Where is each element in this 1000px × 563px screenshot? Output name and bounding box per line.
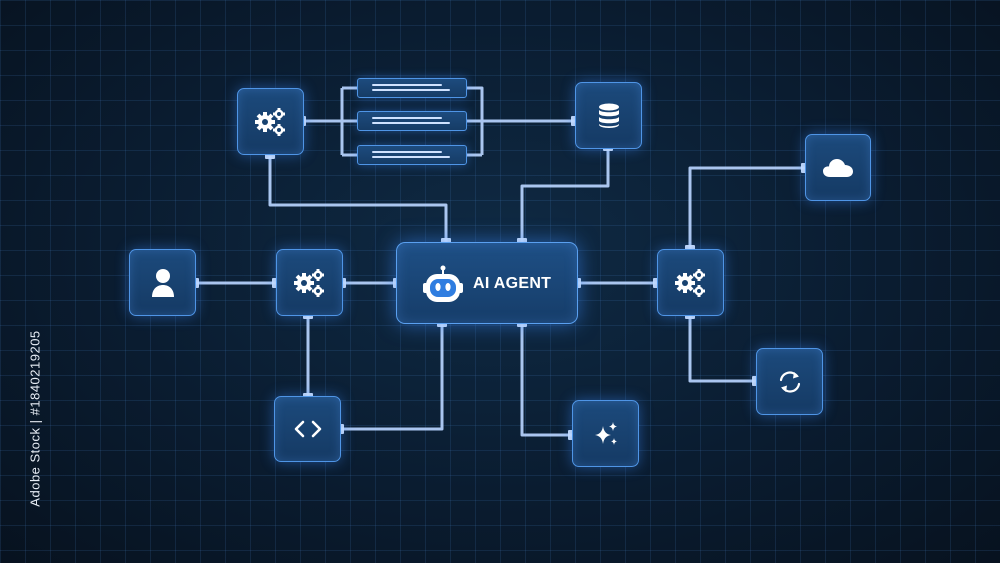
wire-docs-bracket [340,86,358,157]
wire-docs-bracket-right [467,86,575,157]
wire-agent-to-sparkle [520,323,572,437]
user-node [129,249,196,316]
robot-icon [423,265,463,302]
gears-icon [674,268,705,297]
database-icon [598,103,619,128]
gear-node-left [276,249,343,316]
wire-gear-right-to-sync [688,316,756,383]
sync-node [756,348,823,415]
gears-icon [254,107,285,136]
code-node [274,396,341,462]
cloud-icon [823,158,853,177]
gears-icon [293,268,324,297]
wire-gear-top-to-agent [268,156,448,243]
database-node [575,82,642,149]
gear-node-right [657,249,724,316]
wire-gear-right-to-cloud [688,166,805,249]
cloud-node [805,134,871,201]
ai-agent-node: AI AGENT [396,242,578,324]
sync-icon [779,370,800,393]
document-bar-1 [357,78,467,98]
sparkle-node [572,400,639,467]
sparkle-icon [594,421,617,445]
document-bar-3 [357,145,467,165]
ai-agent-label: AI AGENT [473,275,552,292]
stock-id-text: Adobe Stock | #1840219205 [27,330,43,507]
code-icon [294,420,321,438]
wire-code-to-agent [341,323,444,431]
gear-node-top [237,88,304,155]
document-bar-2 [357,111,467,131]
user-icon [151,268,174,297]
wire-database-to-agent [520,148,610,243]
